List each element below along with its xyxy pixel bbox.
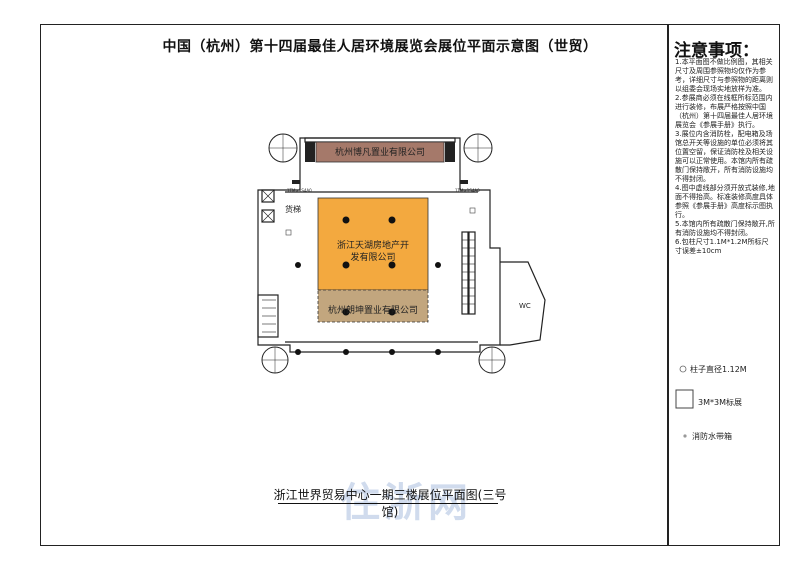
booth-center-label: 浙江天湖房地产开发有限公司	[336, 241, 409, 263]
legend-hose-icon	[683, 434, 687, 438]
legend-column-icon	[679, 365, 687, 373]
column	[342, 261, 350, 269]
notes-heading: 注意事项：	[674, 41, 759, 61]
legend-booth-icon	[675, 389, 694, 409]
column	[435, 349, 441, 355]
wc-label: WC	[519, 302, 531, 310]
notes-divider	[667, 24, 669, 546]
left-stair	[257, 294, 279, 338]
door-left	[292, 180, 300, 184]
page-title: 中国（杭州）第十四届最佳人居环境展览会展位平面示意图（世贸）	[162, 39, 598, 55]
column	[342, 216, 350, 224]
column	[388, 216, 396, 224]
door-left-label: 1TM×1S4A0	[287, 188, 312, 193]
column	[435, 262, 441, 268]
column	[295, 349, 301, 355]
booth-top	[315, 141, 445, 163]
column	[388, 308, 396, 316]
dark-block-left	[305, 142, 315, 162]
dark-block-right	[445, 142, 455, 162]
door-right	[460, 180, 468, 184]
hall-outline	[257, 137, 501, 353]
legend-column-label: 柱子直径1.12M	[690, 365, 747, 374]
escalator-right	[468, 231, 476, 315]
booth-bottom	[317, 289, 429, 323]
door-right-label: 1TM×1S4A0	[455, 188, 480, 193]
caption-underline	[278, 503, 498, 505]
fire-hose-box	[285, 229, 292, 236]
elevator-label: 货梯	[285, 205, 301, 214]
wc-wing	[500, 261, 546, 346]
upper-wing	[304, 137, 456, 143]
legend-booth-label: 3M*3M标展	[698, 398, 742, 407]
column	[342, 308, 350, 316]
column	[388, 261, 396, 269]
floor-caption: 浙江世界贸易中心一期三楼展位平面图(三号馆)	[273, 488, 507, 519]
fire-hose-box	[469, 207, 476, 214]
column	[295, 262, 301, 268]
drawing-frame	[40, 24, 780, 546]
column	[389, 349, 395, 355]
column	[343, 349, 349, 355]
booth-bottom-label: 杭州朗坤置业有限公司	[327, 306, 418, 316]
booth-center	[317, 197, 429, 291]
elevator-box-2	[261, 209, 275, 223]
booth-top-label: 杭州博凡置业有限公司	[334, 148, 425, 158]
legend-hose-label: 消防水带箱	[692, 432, 732, 441]
escalator-left	[461, 231, 469, 315]
elevator-box-1	[261, 189, 275, 203]
notes-body: 1.本平面图不做比例图，其相关尺寸及周围参照物均仅作为参考，详细尺寸与参照物的距…	[675, 58, 775, 255]
